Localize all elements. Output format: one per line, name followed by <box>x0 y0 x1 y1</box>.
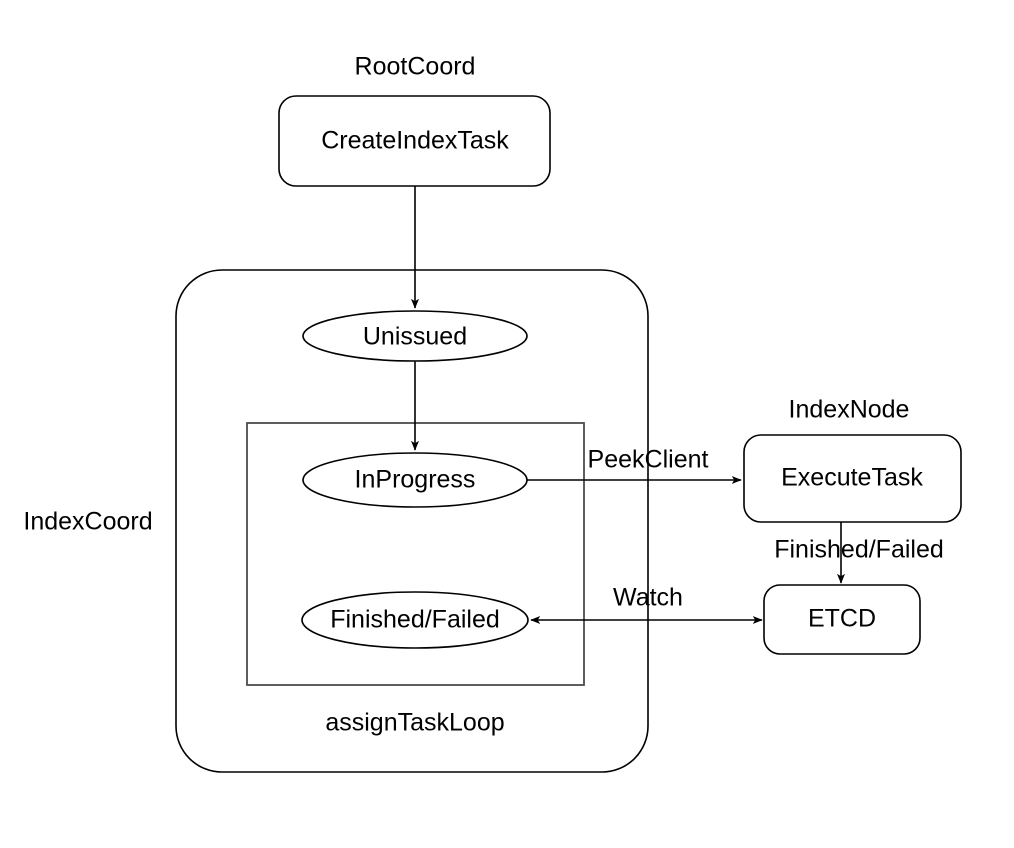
finished-failed-state-label: Finished/Failed <box>330 606 500 634</box>
etcd-shape[interactable] <box>763 584 921 655</box>
create-index-task-shape[interactable] <box>278 95 551 187</box>
edge-label-peekclient: PeekClient <box>588 446 709 474</box>
etcd-label: ETCD <box>808 605 876 633</box>
edges-layer: PeekClient Finished/Failed Watch <box>411 186 944 624</box>
inprogress-shape[interactable] <box>302 452 528 508</box>
edge-execute-to-etcd: Finished/Failed <box>774 522 944 584</box>
unissued-shape[interactable] <box>302 310 528 362</box>
create-index-task-label: CreateIndexTask <box>321 127 509 155</box>
edge-label-finished-failed: Finished/Failed <box>774 536 944 564</box>
indexcoord-container <box>175 269 649 773</box>
node-execute-task[interactable]: IndexNode ExecuteTask <box>743 396 962 523</box>
finished-failed-state-shape[interactable] <box>301 591 529 649</box>
execute-task-label: ExecuteTask <box>781 464 923 492</box>
rootcoord-label: RootCoord <box>355 53 476 81</box>
inprogress-label: InProgress <box>355 466 476 494</box>
execute-task-shape[interactable] <box>743 434 962 523</box>
group-assigntaskloop: assignTaskLoop <box>246 422 585 737</box>
node-unissued[interactable]: Unissued <box>302 310 528 362</box>
edge-etcd-to-finished: Watch <box>530 584 763 624</box>
edge-inprogress-to-execute: PeekClient <box>520 446 742 484</box>
node-create-index-task[interactable]: RootCoord CreateIndexTask <box>278 53 551 187</box>
edge-label-watch: Watch <box>613 584 683 612</box>
assigntaskloop-label: assignTaskLoop <box>325 709 504 737</box>
node-inprogress[interactable]: InProgress <box>302 452 528 508</box>
node-etcd[interactable]: ETCD <box>763 584 921 655</box>
group-indexcoord: IndexCoord <box>23 269 649 773</box>
indexcoord-label: IndexCoord <box>23 508 152 536</box>
indexnode-label: IndexNode <box>789 396 910 424</box>
node-finished-failed-state[interactable]: Finished/Failed <box>301 591 529 649</box>
unissued-label: Unissued <box>363 323 467 351</box>
